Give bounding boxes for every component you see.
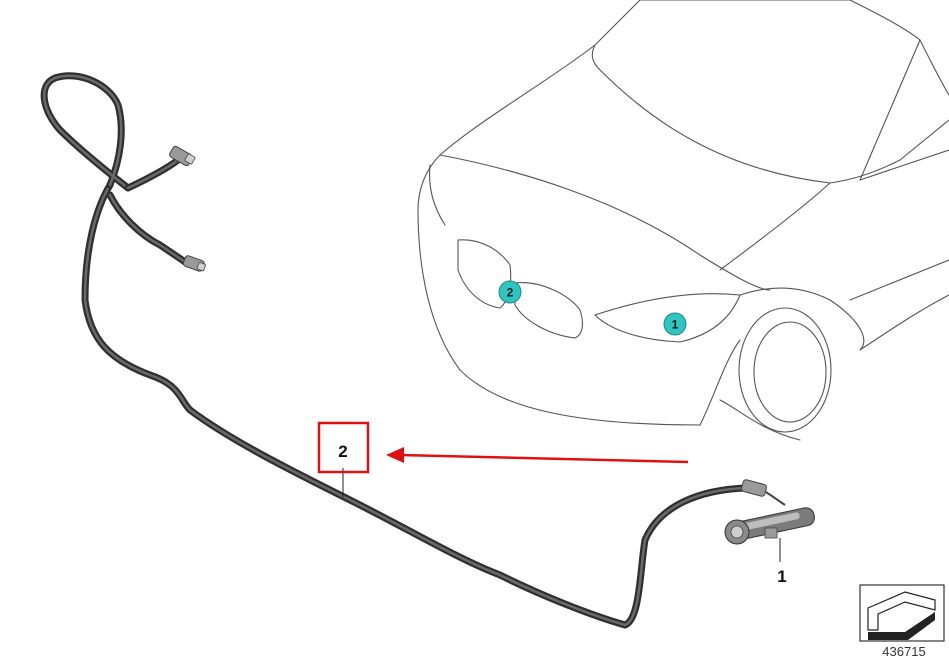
- car-callout-1: 1: [663, 312, 687, 336]
- washer-hose: [40, 72, 749, 629]
- image-id: 436715: [882, 644, 925, 659]
- highlight-box-part-2: 2: [317, 421, 370, 474]
- highlight-arrow: [386, 447, 689, 464]
- part-label-2: 2: [338, 442, 347, 461]
- view-direction-icon: [859, 584, 945, 642]
- hose-connector-lower: [182, 255, 206, 272]
- washer-nozzle: [724, 507, 815, 545]
- car-callout-1-label: 1: [672, 318, 679, 332]
- hose-connector-upper: [169, 145, 196, 167]
- car-outline: [417, 0, 949, 441]
- part-label-1: 1: [777, 567, 786, 586]
- hose-connector-nozzle-end: [741, 479, 786, 506]
- car-callout-2: 2: [498, 280, 522, 304]
- car-callout-2-label: 2: [507, 286, 514, 300]
